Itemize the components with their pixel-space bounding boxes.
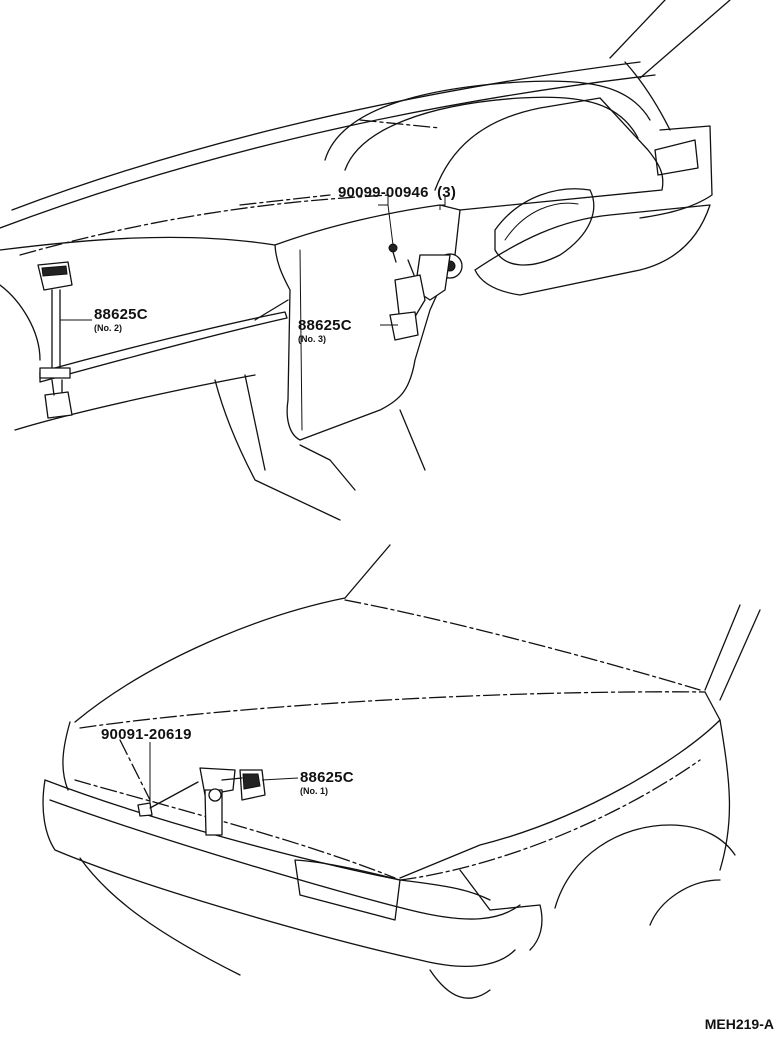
a-pillar-front-2 xyxy=(719,609,761,701)
windshield-base xyxy=(344,544,391,599)
dash-top-line xyxy=(19,194,391,256)
left-dash-lower xyxy=(14,374,256,431)
part-number-88625c-no3: 88625C xyxy=(298,317,352,334)
center-vertical xyxy=(299,249,303,431)
callout-hood-bolt: 90091-20619 xyxy=(101,727,192,743)
a-pillar xyxy=(609,0,666,59)
diagram-reference-code: MEH219-A xyxy=(704,1016,774,1032)
hood-center-dash xyxy=(399,759,701,881)
front-hood-view xyxy=(42,544,761,999)
glove-box-inner xyxy=(504,202,579,241)
center-console-panel xyxy=(274,204,461,441)
windshield-edge xyxy=(11,61,641,211)
hood-top-dash xyxy=(79,691,706,729)
steering-column-lines xyxy=(214,379,341,521)
hood-outline xyxy=(74,597,346,723)
dash-trim-strip xyxy=(39,311,288,383)
bumper-lower-2 xyxy=(429,969,491,999)
wheel-arch xyxy=(554,824,736,909)
sensor-index-no2: (No. 2) xyxy=(94,323,122,333)
glove-box-door xyxy=(494,188,595,266)
headlamp xyxy=(294,859,401,921)
dash-hood-curve-2 xyxy=(344,96,639,171)
a-pillar-2 xyxy=(639,0,731,79)
bumper xyxy=(42,779,516,967)
right-dash-panel xyxy=(434,97,664,211)
part-number-90091-20619: 90091-20619 xyxy=(101,726,192,743)
vent-box xyxy=(654,139,699,176)
callout-sensor-no1: 88625C (No. 1) xyxy=(300,770,354,796)
callout-sensor-no2: 88625C (No. 2) xyxy=(94,307,148,333)
fender-corner xyxy=(459,869,543,951)
leader-no1 xyxy=(261,777,299,781)
hood-right-side xyxy=(399,691,721,879)
quantity-label: (3) xyxy=(437,184,457,201)
sensor-index-no3: (No. 3) xyxy=(298,334,326,344)
dash-mid-dash xyxy=(239,194,331,206)
floor-lines-3 xyxy=(0,284,41,361)
sensor-no2-assembly xyxy=(37,261,73,419)
dash-inner-dash xyxy=(359,119,441,129)
sensor-no3-assembly xyxy=(388,243,463,341)
floor-lines xyxy=(299,444,356,491)
instrument-panel-view xyxy=(0,0,731,521)
part-number-90099-00946: 90099-00946 xyxy=(338,184,429,201)
grille-top xyxy=(44,779,491,901)
a-pillar-front xyxy=(704,604,741,691)
callout-clip-screw: 90099-00946 (3) xyxy=(338,185,456,201)
leader-screw-2 xyxy=(439,196,446,210)
windshield-base-2 xyxy=(344,599,701,691)
sensor-no1-assembly xyxy=(137,767,266,836)
dash-hood-curve xyxy=(324,80,651,161)
steering-column-lines-2 xyxy=(244,374,266,471)
floor-lines-2 xyxy=(399,409,426,471)
right-panel-lower xyxy=(639,125,713,219)
glove-box-outline xyxy=(474,204,711,296)
bumper-2 xyxy=(49,799,521,920)
bumper-lower xyxy=(79,857,241,976)
a-pillar-3 xyxy=(624,61,671,131)
sensor-index-no1: (No. 1) xyxy=(300,786,328,796)
part-number-88625c-no1: 88625C xyxy=(300,769,354,786)
wheel-arch-2 xyxy=(649,879,721,926)
left-dash-face xyxy=(0,236,276,251)
hood-front-dash xyxy=(74,779,396,879)
fender-side xyxy=(719,719,731,871)
hood-front-dash-2 xyxy=(119,739,151,801)
hood-front-edge xyxy=(62,721,71,791)
leader-screw xyxy=(378,196,394,246)
part-number-88625c-no2: 88625C xyxy=(94,306,148,323)
callout-sensor-no3: 88625C (No. 3) xyxy=(298,318,352,344)
windshield-edge-2 xyxy=(0,74,656,229)
